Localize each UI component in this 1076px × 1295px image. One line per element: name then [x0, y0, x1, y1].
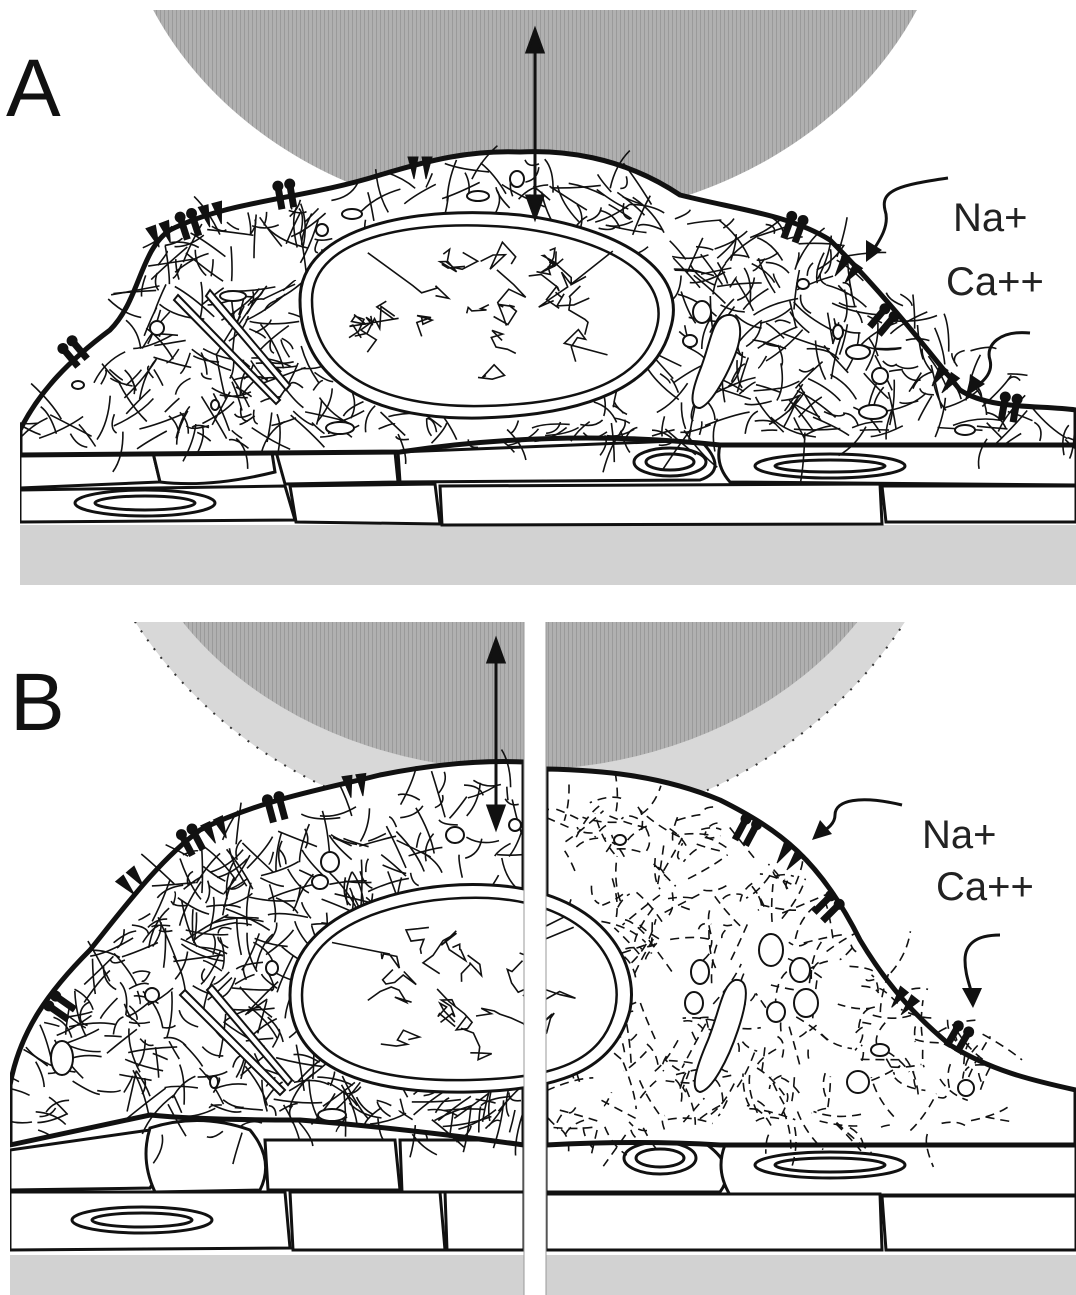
nucleus — [300, 213, 673, 418]
fiber — [900, 294, 912, 306]
fiber — [944, 314, 949, 352]
panel-label-b: B — [10, 657, 65, 748]
panel-label-a: A — [6, 43, 61, 134]
substrate — [20, 525, 1076, 585]
fiber — [913, 295, 915, 329]
fiber — [761, 430, 777, 431]
fiber — [104, 1036, 121, 1037]
substrate — [10, 1255, 524, 1295]
ion-label-ca: Ca++ — [946, 260, 1044, 304]
fiber — [954, 351, 964, 363]
split-divider — [524, 622, 546, 1295]
fiber — [202, 848, 203, 894]
fiber — [874, 348, 902, 349]
panel-a: A Na+ Ca++ — [6, 0, 1076, 585]
fiber — [841, 252, 886, 257]
cell-layer — [546, 1140, 1076, 1250]
substrate — [546, 1255, 1076, 1295]
ion-label-ca: Ca++ — [936, 865, 1034, 909]
cell-layer — [10, 1120, 524, 1250]
ion-label-na: Na+ — [953, 196, 1028, 240]
fiber — [971, 347, 997, 350]
ion-label-na: Na+ — [922, 813, 997, 857]
